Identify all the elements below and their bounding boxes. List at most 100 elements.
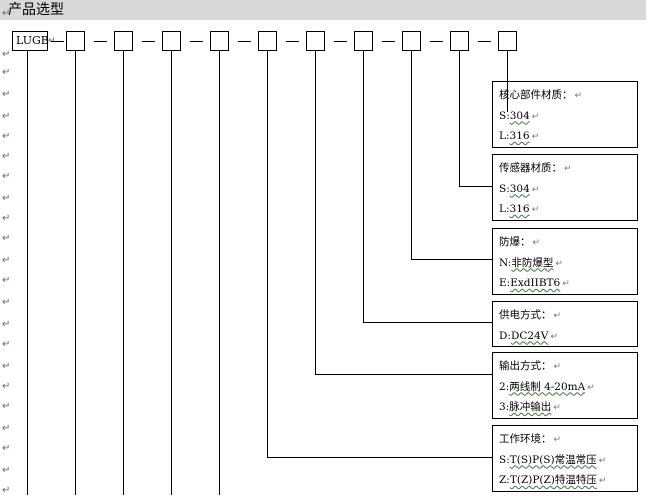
paragraph-mark: ↵: [2, 401, 11, 412]
leader-line: [27, 51, 28, 495]
paragraph-mark: ↵: [2, 233, 11, 244]
connector-dash: [94, 41, 107, 42]
paragraph-mark: ↵: [562, 279, 570, 289]
leader-line: [171, 51, 172, 495]
paragraph-mark: ↵: [2, 255, 11, 266]
paragraph-mark: ↵: [2, 465, 11, 476]
option-code: 2: [499, 380, 506, 393]
option-code: L: [499, 203, 506, 215]
option-item: S:304↵: [499, 179, 637, 200]
option-label: 316: [509, 130, 530, 142]
paragraph-mark: ↵: [2, 67, 11, 78]
paragraph-mark: ↵: [564, 164, 572, 174]
paragraph-mark: ↵: [553, 311, 562, 321]
paragraph-mark: ↵: [2, 131, 11, 142]
option-label: T(S)P(S)常温常压: [509, 453, 597, 466]
leader-line: [363, 322, 492, 323]
option-separator: :: [505, 401, 510, 413]
option-separator: :: [507, 329, 511, 342]
option-item: N:非防爆型↵: [499, 253, 637, 274]
option-heading: 核心部件材质：↵: [499, 85, 637, 106]
option-code: 3: [499, 401, 506, 413]
option-label: T(Z)P(Z)特温特压: [509, 474, 597, 486]
option-heading-text: 工作环境：: [499, 433, 552, 445]
paragraph-mark: ↵: [553, 362, 562, 372]
paragraph-mark: ↵: [555, 258, 563, 269]
selection-slot: [162, 31, 181, 51]
leader-line: [411, 259, 492, 260]
option-separator: :: [506, 474, 510, 486]
leader-line: [411, 51, 412, 259]
leader-line: [315, 374, 492, 375]
option-item: L:316↵: [499, 199, 637, 220]
paragraph-mark: ↵: [2, 443, 11, 454]
connector-dash: [334, 41, 347, 42]
selection-slot: [306, 31, 325, 51]
option-code: N: [499, 256, 508, 269]
connector-dash: [51, 41, 64, 42]
option-code: Z: [499, 474, 507, 486]
connector-dash: [190, 41, 203, 42]
paragraph-mark: ↵: [2, 151, 11, 162]
option-heading-text: 核心部件材质：: [499, 89, 573, 101]
connector-dash: [478, 41, 491, 42]
option-heading-text: 输出方式：: [499, 360, 552, 372]
leader-line: [507, 51, 508, 112]
option-box: 供电方式：↵D:DC24V↵: [492, 301, 638, 347]
leader-line: [75, 51, 76, 495]
page-title: 产品选型: [8, 2, 64, 18]
option-item: D:DC24V↵: [499, 326, 637, 347]
option-heading: 传感器材质：↵: [499, 158, 637, 179]
option-heading: 工作环境：↵: [499, 429, 637, 450]
selection-slot: [498, 31, 517, 51]
option-item: L:316↵: [499, 126, 637, 147]
option-item: 3:脉冲输出↵: [499, 397, 637, 418]
paragraph-mark: ↵: [2, 49, 11, 60]
paragraph-mark: ↵: [2, 297, 11, 308]
paragraph-mark: ↵: [598, 455, 607, 466]
paragraph-mark: ↵: [2, 171, 11, 182]
option-label: 304: [509, 109, 530, 122]
connector-dash: [382, 41, 395, 42]
paragraph-mark: ↵: [553, 403, 561, 413]
leader-line: [267, 457, 492, 458]
option-item: S:T(S)P(S)常温常压↵: [499, 450, 637, 471]
option-box: 核心部件材质：↵S:304↵L:316↵: [492, 81, 638, 148]
model-code-box: LUGB: [12, 31, 49, 51]
paragraph-mark: ↵: [587, 382, 595, 393]
selection-slot: [402, 31, 421, 51]
paragraph-mark: ↵: [2, 423, 11, 434]
paragraph-mark: ↵: [550, 331, 558, 342]
paragraph-marks: ↵↵↵↵↵↵↵↵↵↵↵↵↵↵↵↵↵↵↵↵↵↵↵: [0, 0, 20, 496]
option-heading-text: 传感器材质：: [499, 162, 562, 174]
paragraph-mark: ↵: [2, 319, 11, 330]
option-heading: 输出方式：↵: [499, 356, 637, 377]
option-separator: :: [506, 109, 510, 122]
option-separator: :: [505, 380, 510, 393]
option-code: S: [499, 182, 507, 195]
header-band: [0, 0, 646, 20]
paragraph-mark: ↵: [531, 184, 540, 195]
paragraph-mark: ↵: [574, 91, 583, 101]
option-heading-text: 防爆：: [499, 236, 531, 248]
option-code: D: [499, 329, 508, 342]
option-item: 2:两线制 4-20mA↵: [499, 377, 637, 398]
selection-slot: [66, 31, 85, 51]
option-item: S:304↵: [499, 106, 637, 127]
option-item: Z:T(Z)P(Z)特温特压↵: [499, 470, 637, 491]
option-label: ExdIIBT6: [510, 277, 561, 289]
leader-line: [123, 51, 124, 495]
option-label: DC24V: [510, 329, 549, 342]
option-item: E:ExdIIBT6↵: [499, 273, 637, 294]
paragraph-mark: ↵: [553, 435, 562, 445]
option-separator: :: [505, 203, 510, 215]
leader-line: [459, 51, 460, 186]
option-label: 脉冲输出: [509, 401, 552, 413]
selection-slot: [258, 31, 277, 51]
option-code: S: [499, 109, 507, 122]
option-separator: :: [507, 256, 512, 269]
option-code: L: [499, 130, 506, 142]
selection-slot: [450, 31, 469, 51]
paragraph-mark: ↵: [2, 89, 11, 100]
option-heading: 防爆：↵: [499, 232, 637, 253]
